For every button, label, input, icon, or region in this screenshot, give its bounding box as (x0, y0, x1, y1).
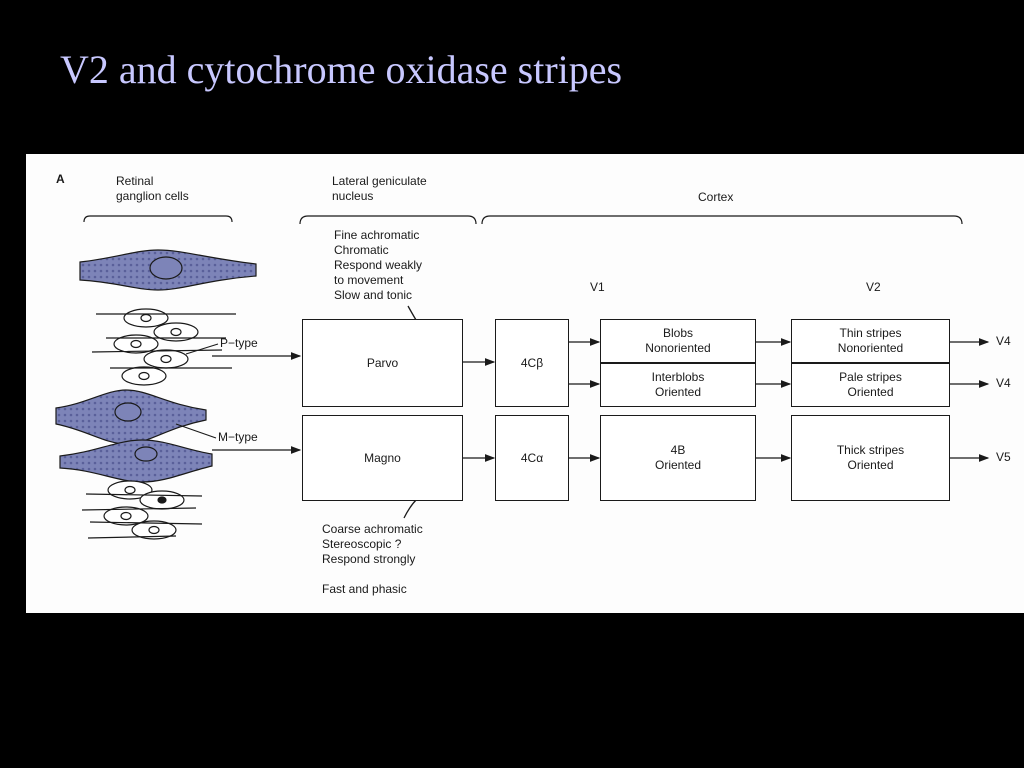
blobs-box: Blobs Nonoriented (600, 319, 756, 363)
magno-desc-line-2: Stereoscopic ? (322, 537, 402, 551)
magno-desc-line-5: Fast and phasic (322, 582, 407, 596)
pathway-diagram: A Retinal ganglion cells Lateral genicul… (26, 154, 1024, 613)
thin-stripes-subtitle: Nonoriented (837, 341, 904, 355)
v2-header: V2 (866, 280, 881, 294)
layer-4c-beta-label: 4Cβ (520, 355, 544, 370)
output-thick-v5: V5 (996, 450, 1011, 464)
retinal-header-line-1: Retinal (116, 174, 154, 188)
parvo-desc-line-1: Fine achromatic (334, 228, 420, 242)
parvo-desc-line-4: to movement (334, 273, 404, 287)
v1-header: V1 (590, 280, 605, 294)
panel-label: A (56, 172, 65, 186)
interblobs-title: Interblobs (651, 370, 705, 384)
magno-desc-line-3: Respond strongly (322, 552, 416, 566)
parvo-box: Parvo (302, 319, 463, 407)
interblobs-box: Interblobs Oriented (600, 363, 756, 407)
layer-4b-box: 4B Oriented (600, 415, 756, 501)
retinal-cells-illustration (55, 249, 257, 540)
magno-box: Magno (302, 415, 463, 501)
lgn-bracket (299, 215, 477, 225)
parvo-desc-line-5: Slow and tonic (334, 288, 413, 302)
thin-stripes-title: Thin stripes (839, 326, 902, 340)
slide-title: V2 and cytochrome oxidase stripes (60, 47, 623, 92)
layer-4c-alpha-box: 4Cα (495, 415, 569, 501)
retinal-header-line-2: ganglion cells (116, 189, 189, 203)
pale-stripes-box: Pale stripes Oriented (791, 363, 950, 407)
diagram-graphics (55, 215, 990, 540)
thick-stripes-title: Thick stripes (836, 443, 905, 457)
retinal-bracket (83, 215, 233, 223)
pale-stripes-subtitle: Oriented (847, 385, 894, 399)
lgn-header-line-2: nucleus (332, 189, 374, 203)
layer-4b-subtitle: Oriented (654, 458, 702, 472)
thick-stripes-box: Thick stripes Oriented (791, 415, 950, 501)
magno-label: Magno (364, 450, 401, 465)
pale-stripes-title: Pale stripes (839, 370, 902, 384)
blobs-title: Blobs (662, 326, 694, 340)
interblobs-subtitle: Oriented (654, 385, 702, 399)
thin-stripes-box: Thin stripes Nonoriented (791, 319, 950, 363)
cortex-bracket (481, 215, 963, 225)
thick-stripes-subtitle: Oriented (847, 458, 894, 472)
output-thin-v4: V4 (996, 334, 1011, 348)
layer-4c-beta-box: 4Cβ (495, 319, 569, 407)
lgn-header-line-1: Lateral geniculate (332, 174, 427, 188)
parvo-desc-line-3: Respond weakly (334, 258, 423, 272)
m-type-label: M−type (218, 430, 258, 444)
p-type-label: P−type (220, 336, 258, 350)
blobs-subtitle: Nonoriented (645, 341, 711, 355)
layer-4b-title: 4B (670, 443, 686, 457)
magno-desc-line-1: Coarse achromatic (322, 522, 423, 536)
cortex-header: Cortex (698, 190, 734, 204)
layer-4c-alpha-label: 4Cα (520, 450, 544, 465)
output-pale-v4: V4 (996, 376, 1011, 390)
parvo-label: Parvo (366, 355, 399, 370)
parvo-desc-line-2: Chromatic (334, 243, 389, 257)
